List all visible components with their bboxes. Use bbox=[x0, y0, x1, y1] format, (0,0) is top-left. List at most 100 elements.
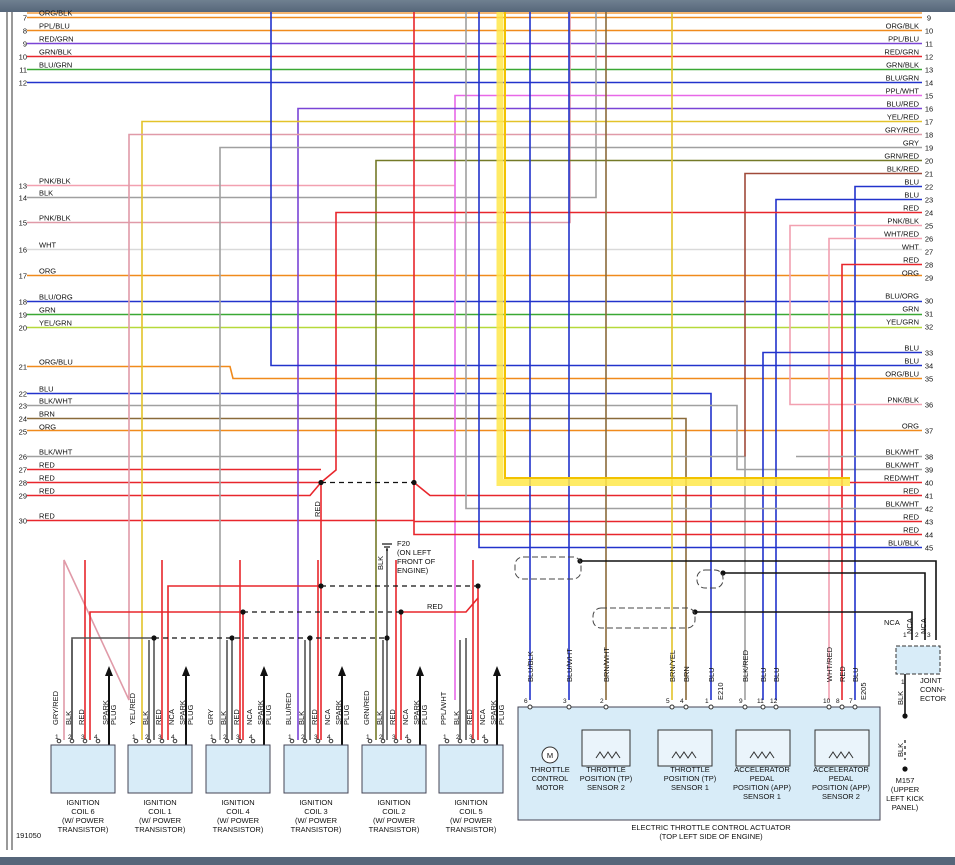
coil-pin-2-2 bbox=[237, 738, 243, 744]
figure-id: 191050 bbox=[16, 831, 41, 840]
etc-pin-4: 4 bbox=[680, 698, 684, 705]
left-wire-label-22: BLU bbox=[39, 385, 54, 394]
left-wire-label-11: BLU/GRN bbox=[39, 61, 72, 70]
joint-pin-3: 3 bbox=[927, 632, 931, 639]
right-wire-num-32: 32 bbox=[925, 323, 933, 332]
right-wire-label-30: BLU/ORG bbox=[885, 292, 919, 301]
coil-pin-5-0 bbox=[444, 738, 450, 744]
coil-pin-1-2 bbox=[159, 738, 165, 744]
left-wire-num-26: 26 bbox=[19, 453, 27, 462]
coil-pin-3-0 bbox=[289, 738, 295, 744]
right-wire-num-33: 33 bbox=[925, 349, 933, 358]
coil-pin-4-0 bbox=[367, 738, 373, 744]
coil-2-name-line: COIL 4 bbox=[226, 807, 249, 816]
right-wire-label-10: ORG/BLK bbox=[886, 22, 919, 31]
coil-0-name-line: COIL 6 bbox=[71, 807, 94, 816]
right-wire-num-29: 29 bbox=[925, 274, 933, 283]
wire-blu-red bbox=[297, 107, 922, 740]
coil-4-wire-label-4: PLUG bbox=[420, 704, 429, 725]
wire-org-blu bbox=[27, 365, 922, 380]
wire-red-29 bbox=[27, 481, 322, 497]
etc-component-3-line: ACCELERATOR bbox=[734, 765, 790, 774]
splice-dot-1 bbox=[411, 479, 417, 486]
right-wire-label-13: GRN/BLK bbox=[886, 61, 919, 70]
wire-blk-wht-26 bbox=[27, 455, 746, 700]
right-wire-label-21: BLK/RED bbox=[887, 165, 920, 174]
left-wire-num-12: 12 bbox=[19, 79, 27, 88]
right-wire-label-17: YEL/RED bbox=[887, 113, 920, 122]
coil-pin-5-1 bbox=[457, 738, 463, 744]
coil-pin-5-3 bbox=[483, 738, 489, 744]
coil-0-pin-3: 3 bbox=[81, 734, 85, 741]
etc-component-4-line: POSITION (APP) bbox=[812, 783, 870, 792]
ground-f20-label-line: FRONT OF bbox=[397, 557, 436, 566]
coil-2-name-line: IGNITION bbox=[221, 798, 254, 807]
left-wire-num-22: 22 bbox=[19, 390, 27, 399]
right-wire-num-38: 38 bbox=[925, 453, 933, 462]
left-wire-label-29: RED bbox=[39, 487, 55, 496]
left-wire-label-10: GRN/BLK bbox=[39, 48, 72, 57]
coil-1-pin-3: 3 bbox=[158, 734, 162, 741]
left-wire-num-8: 8 bbox=[23, 27, 27, 36]
spark-plug-arrow-5 bbox=[493, 666, 501, 676]
spark-plug-arrow-1 bbox=[182, 666, 190, 676]
coil-0-wire-label-0: GRY/RED bbox=[51, 690, 60, 725]
coil-pin-1-3 bbox=[172, 738, 178, 744]
left-wire-label-21: ORG/BLU bbox=[39, 358, 73, 367]
red-bus-b bbox=[89, 611, 243, 740]
right-wire-label-37: ORG bbox=[902, 422, 919, 431]
splice-dot-0 bbox=[318, 479, 324, 486]
coil-box-5 bbox=[438, 744, 504, 794]
wire-blu-r33 bbox=[762, 351, 922, 700]
coil-5-pin-1: 1 bbox=[443, 734, 447, 741]
right-wire-label-42: BLK/WHT bbox=[886, 500, 920, 509]
m157-ground-dot bbox=[902, 766, 908, 772]
coil-5-sub-line: (W/ POWER bbox=[450, 816, 493, 825]
coil-4-wire-label-0: GRN/RED bbox=[362, 690, 371, 725]
left-wire-num-14: 14 bbox=[19, 194, 27, 203]
shield-drain-a bbox=[580, 560, 937, 640]
m157-label-line: PANEL) bbox=[892, 803, 919, 812]
right-wire-num-16: 16 bbox=[925, 105, 933, 114]
etc-title: ELECTRIC THROTTLE CONTROL ACTUATOR bbox=[631, 823, 791, 832]
right-wire-num-28: 28 bbox=[925, 261, 933, 270]
coil-pin-3-2 bbox=[315, 738, 321, 744]
left-wire-label-28: RED bbox=[39, 474, 55, 483]
joint-connector-label-line: JOINT bbox=[920, 676, 942, 685]
coil-2-wire-label-2: RED bbox=[232, 709, 241, 725]
blk-bus-a bbox=[71, 637, 155, 740]
etc-pin-dot-3 bbox=[566, 704, 572, 710]
coil-0-sub-line: (W/ POWER bbox=[62, 816, 105, 825]
coil-0-pin-1: 1 bbox=[55, 734, 59, 741]
left-wire-num-16: 16 bbox=[19, 246, 27, 255]
right-wire-num-10: 10 bbox=[925, 27, 933, 36]
coil-3-wire-label-4: PLUG bbox=[342, 704, 351, 725]
coil-5-wire-label-3: NCA bbox=[478, 709, 487, 725]
coil-5-pin-4: 4 bbox=[482, 734, 486, 741]
coil-2-wire-label-4: SPARK bbox=[256, 700, 265, 725]
right-wire-label-16: BLU/RED bbox=[886, 100, 919, 109]
right-wire-label-14: BLU/GRN bbox=[886, 74, 919, 83]
left-wire-label-23: BLK/WHT bbox=[39, 397, 73, 406]
left-wire-num-21: 21 bbox=[19, 363, 27, 372]
coil-0-wire-label-3: SPARK bbox=[101, 700, 110, 725]
spark-plug-arrow-2 bbox=[260, 666, 268, 676]
right-wire-label-39: BLK/WHT bbox=[886, 461, 920, 470]
coil-3-name-line: COIL 3 bbox=[304, 807, 327, 816]
right-wire-num-18: 18 bbox=[925, 131, 933, 140]
etc-component-1-line: THROTTLE bbox=[586, 765, 626, 774]
right-wire-num-37: 37 bbox=[925, 427, 933, 436]
coil-pin-2-0 bbox=[211, 738, 217, 744]
ground-f20-label-line: (ON LEFT bbox=[397, 548, 432, 557]
etc-pin-12: 12 bbox=[770, 698, 778, 705]
m157-wire-2: BLK bbox=[896, 743, 905, 757]
right-wire-label-19: GRY bbox=[903, 139, 919, 148]
coil-1-wire-label-3: NCA bbox=[167, 709, 176, 725]
etc-pin-dot-2 bbox=[603, 704, 609, 710]
shield-2 bbox=[592, 607, 696, 629]
wire-red-r24 bbox=[320, 211, 922, 484]
